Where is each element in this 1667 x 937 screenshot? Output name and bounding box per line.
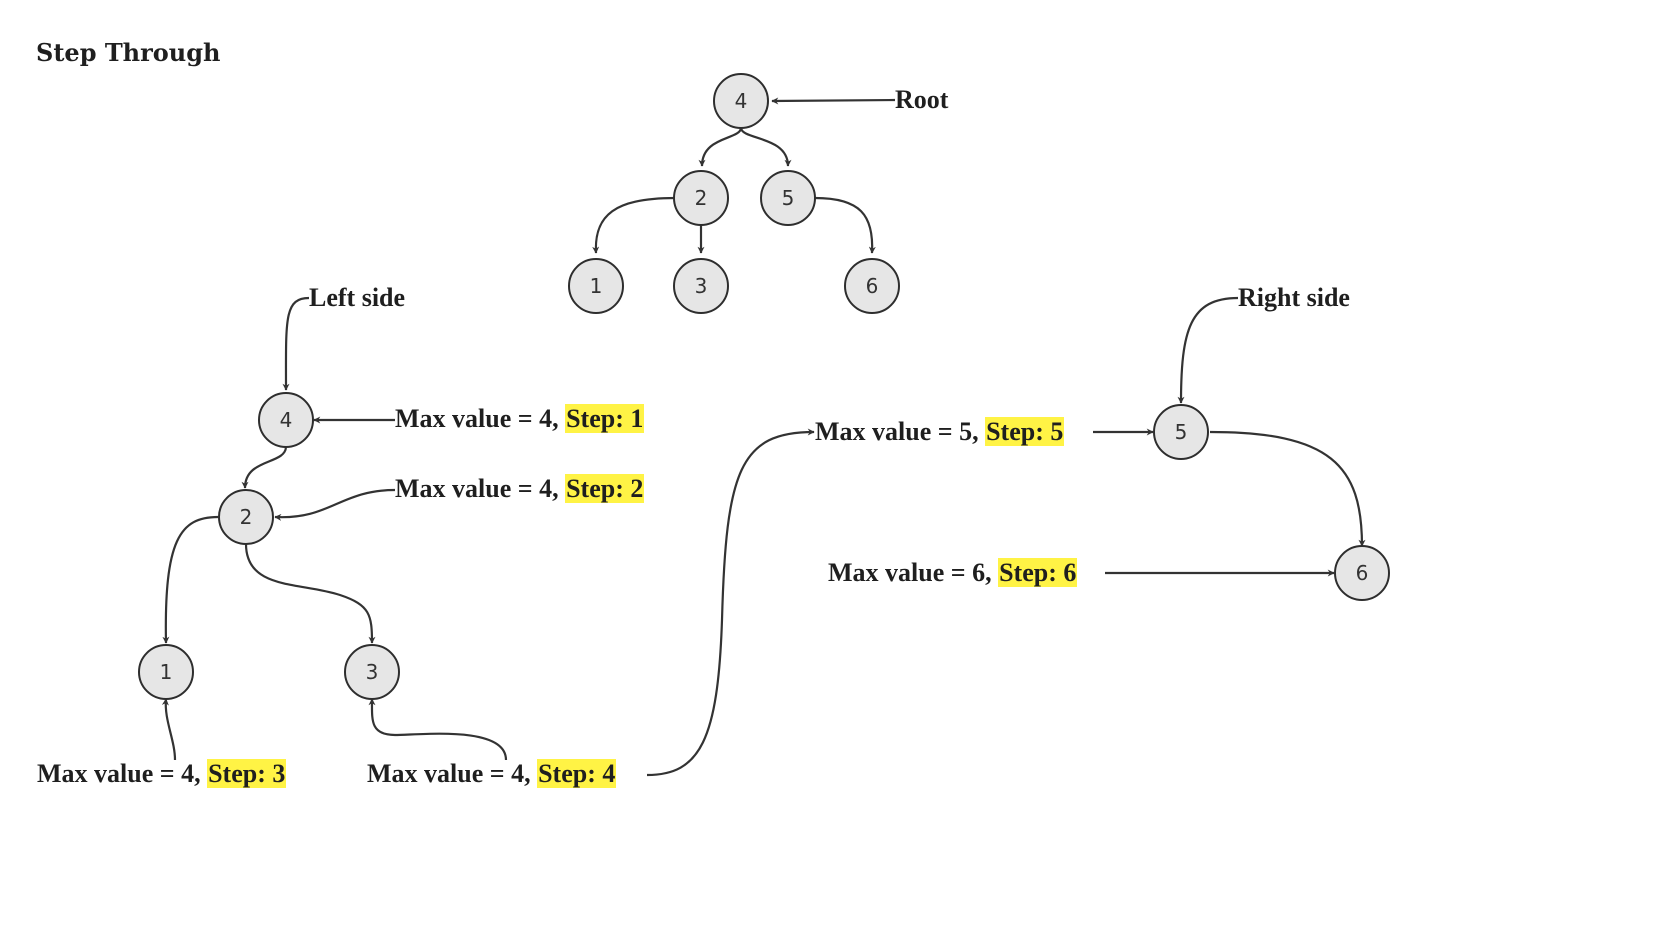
right-side-label: Right side bbox=[1238, 283, 1350, 312]
edge-root-label bbox=[771, 97, 896, 105]
step-4-label: Max value = 4, Step: 4 bbox=[367, 758, 617, 790]
step-6-badge: Step: 6 bbox=[998, 558, 1078, 587]
left-node-1: 1 bbox=[138, 644, 194, 700]
tree-node-root: 4 bbox=[713, 73, 769, 129]
edge-root-to-5 bbox=[739, 127, 792, 167]
edge-left-2-to-3 bbox=[244, 543, 376, 644]
edge-2-to-1 bbox=[592, 196, 676, 254]
edge-left-2-to-1 bbox=[162, 515, 219, 644]
step-3-max-value: Max value = 4, bbox=[37, 759, 208, 788]
left-node-4: 4 bbox=[258, 392, 314, 448]
root-label: Root bbox=[895, 85, 949, 114]
step-3-label: Max value = 4, Step: 3 bbox=[37, 758, 287, 790]
edge-step3-pointer bbox=[161, 698, 177, 761]
step-6-label: Max value = 6, Step: 6 bbox=[828, 557, 1078, 589]
step-4-max-value: Max value = 4, bbox=[367, 759, 538, 788]
left-side-label: Left side bbox=[309, 283, 406, 312]
step-2-badge: Step: 2 bbox=[565, 474, 645, 503]
edge-left-4-to-2 bbox=[241, 446, 288, 489]
tree-node-label: 5 bbox=[782, 186, 795, 210]
step-1-max-value: Max value = 4, bbox=[395, 404, 566, 433]
edge-5-to-6 bbox=[814, 196, 876, 254]
edge-left-side-label bbox=[282, 296, 310, 391]
tree-node-2: 2 bbox=[673, 170, 729, 226]
edge-step4-to-step5 bbox=[646, 428, 815, 777]
left-node-2: 2 bbox=[218, 489, 274, 545]
tree-node-3: 3 bbox=[673, 258, 729, 314]
step-2-max-value: Max value = 4, bbox=[395, 474, 566, 503]
step-3-badge: Step: 3 bbox=[207, 759, 287, 788]
left-node-label: 3 bbox=[366, 660, 379, 684]
step-1-label: Max value = 4, Step: 1 bbox=[395, 403, 645, 435]
edge-step4-pointer bbox=[368, 698, 508, 761]
edge-right-5-to-6 bbox=[1209, 430, 1366, 547]
tree-node-label: 1 bbox=[590, 274, 603, 298]
edge-root-to-2 bbox=[698, 127, 743, 167]
step-5-label: Max value = 5, Step: 5 bbox=[815, 416, 1065, 448]
tree-node-label: 6 bbox=[866, 274, 879, 298]
step-5-badge: Step: 5 bbox=[985, 417, 1065, 446]
edge-right-side-label bbox=[1177, 296, 1239, 404]
left-node-3: 3 bbox=[344, 644, 400, 700]
tree-node-5: 5 bbox=[760, 170, 816, 226]
left-node-label: 4 bbox=[280, 408, 293, 432]
step-1-badge: Step: 1 bbox=[565, 404, 645, 433]
step-4-badge: Step: 4 bbox=[537, 759, 617, 788]
right-node-label: 6 bbox=[1356, 561, 1369, 585]
tree-node-1: 1 bbox=[568, 258, 624, 314]
tree-node-6: 6 bbox=[844, 258, 900, 314]
left-node-label: 2 bbox=[240, 505, 253, 529]
left-node-label: 1 bbox=[160, 660, 173, 684]
right-node-6: 6 bbox=[1334, 545, 1390, 601]
tree-node-label: 4 bbox=[735, 89, 748, 113]
page-title: Step Through bbox=[36, 38, 221, 67]
step-2-label: Max value = 4, Step: 2 bbox=[395, 473, 645, 505]
tree-node-label: 3 bbox=[695, 274, 708, 298]
step-6-max-value: Max value = 6, bbox=[828, 558, 999, 587]
edge-step2-pointer bbox=[274, 488, 396, 521]
right-node-label: 5 bbox=[1175, 420, 1188, 444]
right-node-5: 5 bbox=[1153, 404, 1209, 460]
step-5-max-value: Max value = 5, bbox=[815, 417, 986, 446]
tree-node-label: 2 bbox=[695, 186, 708, 210]
